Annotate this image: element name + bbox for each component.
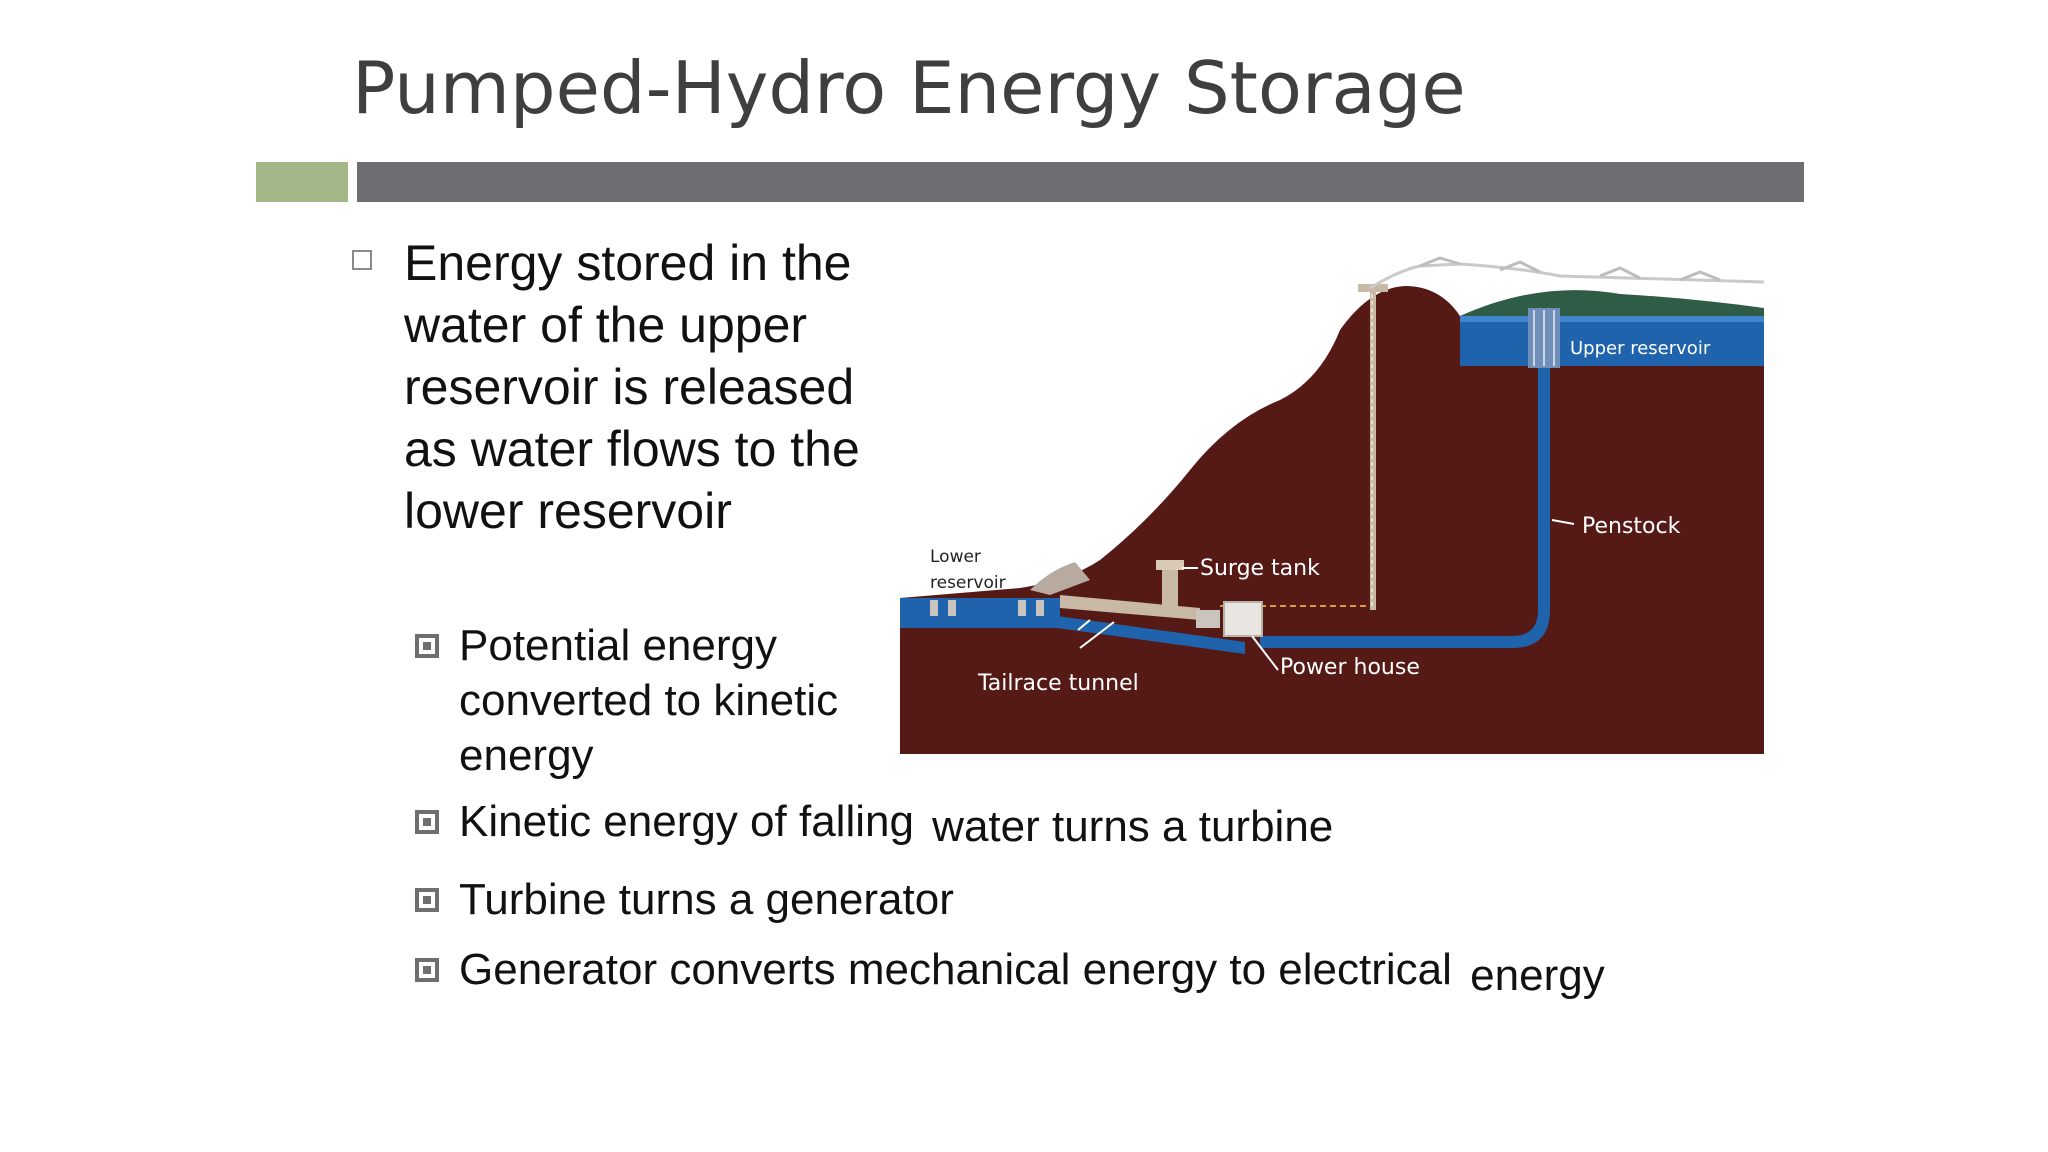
label-penstock: Penstock: [1582, 514, 1681, 539]
inlet-structure: [930, 600, 938, 616]
square-bullet-icon: [415, 634, 439, 658]
sub-bullet-4: Generator converts mechanical energy to …: [415, 942, 1605, 1000]
square-bullet-icon: [415, 958, 439, 982]
inlet-structure: [1036, 600, 1044, 616]
inlet-structure: [1018, 600, 1026, 616]
surge-tank: [1162, 564, 1178, 608]
title-band: [357, 162, 1804, 202]
square-bullet-icon: [415, 810, 439, 834]
label-lower-reservoir-line1: Lower: [930, 547, 981, 567]
title-band-accent: [256, 162, 348, 202]
label-power-house: Power house: [1280, 655, 1420, 680]
inlet-structure: [948, 600, 956, 616]
label-surge-tank: Surge tank: [1200, 556, 1320, 581]
label-tailrace-tunnel: Tailrace tunnel: [977, 671, 1139, 696]
sub-bullet-4-text-b: energy: [1470, 951, 1605, 1000]
sub-bullet-2-text-b: water turns a turbine: [932, 802, 1334, 851]
sub-bullet-3: Turbine turns a generator: [415, 872, 954, 927]
upper-reservoir-surface: [1460, 316, 1764, 322]
access-tunnel: [1060, 595, 1200, 620]
slide-title: Pumped-Hydro Energy Storage: [352, 46, 1466, 130]
lower-reservoir-water: [900, 598, 1060, 628]
sub-bullet-1: Potential energy converted to kinetic en…: [415, 618, 855, 783]
tailrace-tunnel: [1050, 615, 1245, 654]
hollow-square-bullet-icon: [352, 250, 372, 270]
shaft-head: [1358, 284, 1388, 292]
pumped-hydro-diagram: Upper reservoir Penstock Surge tank Lowe…: [900, 250, 1764, 754]
upper-reservoir-water: [1460, 320, 1764, 366]
transformer-hall: [1196, 610, 1220, 628]
sub-bullet-3-text: Turbine turns a generator: [459, 875, 954, 924]
main-bullet: Energy stored in the water of the upper …: [352, 232, 872, 542]
rock-slope: [1030, 562, 1090, 595]
sub-bullet-1-text: Potential energy converted to kinetic en…: [459, 621, 839, 780]
sub-bullet-4-text-a: Generator converts mechanical energy to …: [459, 945, 1452, 994]
power-house: [1223, 601, 1263, 637]
sub-bullet-2-text-a: Kinetic energy of falling: [459, 797, 914, 846]
main-bullet-text: Energy stored in the water of the upper …: [404, 235, 860, 539]
label-upper-reservoir: Upper reservoir: [1570, 338, 1711, 359]
label-lower-reservoir-line2: reservoir: [930, 573, 1006, 593]
square-bullet-icon: [415, 888, 439, 912]
transmission-line: [1369, 262, 1764, 290]
sub-bullet-2: Kinetic energy of falling water turns a …: [415, 794, 1334, 851]
